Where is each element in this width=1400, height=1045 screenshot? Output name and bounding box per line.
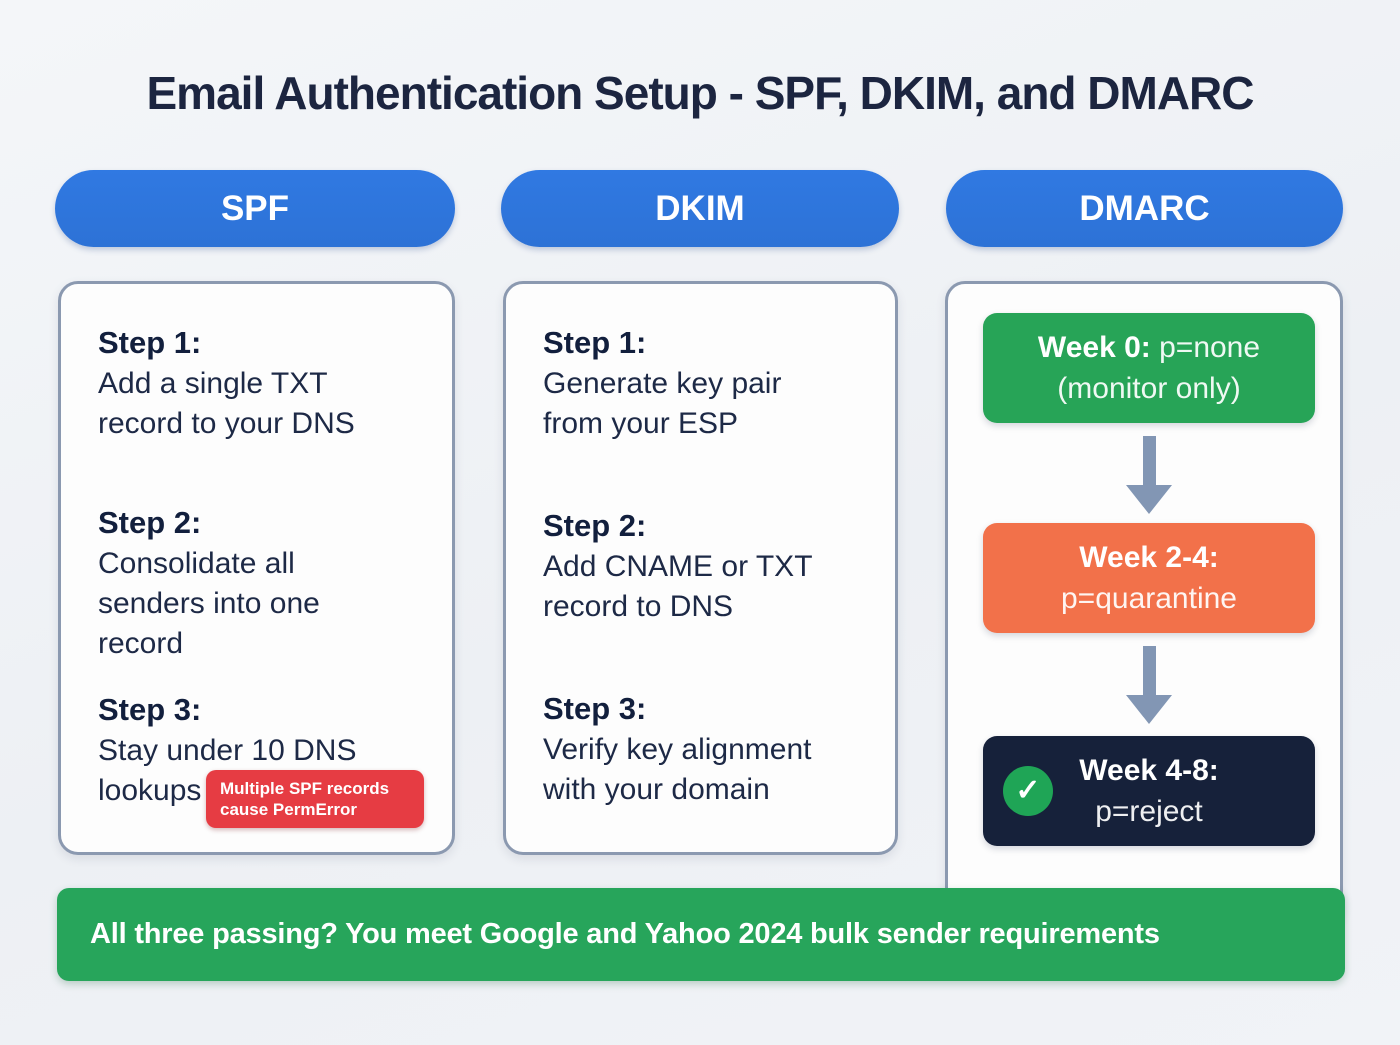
spf-step-1: Step 1: Add a single TXT record to your …	[98, 321, 398, 444]
dkim-card: Step 1: Generate key pair from your ESP …	[503, 281, 898, 855]
stage-value: p=quarantine	[1061, 582, 1237, 615]
step-text: Add a single TXT record to your DNS	[98, 367, 355, 440]
page-title: Email Authentication Setup - SPF, DKIM, …	[146, 67, 1255, 119]
spf-warning-badge: Multiple SPF records cause PermError	[206, 770, 424, 828]
step-label: Step 3:	[543, 691, 647, 726]
step-text: Verify key alignment with your domain	[543, 733, 812, 806]
step-text: Generate key pair from your ESP	[543, 367, 782, 440]
header-pill-dkim: DKIM	[501, 170, 899, 247]
spf-step-2: Step 2: Consolidate all senders into one…	[98, 501, 398, 664]
step-text: Consolidate all senders into one record	[98, 547, 320, 660]
header-pill-dmarc: DMARC	[946, 170, 1343, 247]
stage-label: Week 2-4:	[1079, 541, 1219, 574]
dmarc-stage-week4-8: ✓ Week 4-8: p=reject	[983, 736, 1315, 846]
header-pill-spf: SPF	[55, 170, 455, 247]
spf-card: Step 1: Add a single TXT record to your …	[58, 281, 455, 855]
dkim-step-2: Step 2: Add CNAME or TXT record to DNS	[543, 504, 843, 627]
dkim-step-3: Step 3: Verify key alignment with your d…	[543, 687, 843, 810]
dkim-step-1: Step 1: Generate key pair from your ESP	[543, 321, 843, 444]
step-label: Step 2:	[543, 508, 647, 543]
down-arrow-icon	[1126, 646, 1172, 724]
step-label: Step 2:	[98, 505, 202, 540]
step-label: Step 1:	[543, 325, 647, 360]
dmarc-card: Week 0: p=none (monitor only) Week 2-4: …	[945, 281, 1343, 926]
step-label: Step 1:	[98, 325, 202, 360]
stage-label: Week 0:	[1037, 331, 1151, 364]
stage-label: Week 4-8:	[1079, 754, 1219, 787]
step-label: Step 3:	[98, 692, 202, 727]
dmarc-stage-week2-4: Week 2-4: p=quarantine	[983, 523, 1315, 633]
spf-step-3: Step 3: Stay under 10 DNS lookups	[98, 688, 398, 811]
stage-line-1: Week 0: p=none	[983, 327, 1315, 368]
stage-value: p=reject	[1095, 795, 1203, 828]
check-icon: ✓	[1003, 766, 1053, 816]
dmarc-stage-week0: Week 0: p=none (monitor only)	[983, 313, 1315, 423]
stage-subtext: (monitor only)	[1057, 372, 1241, 405]
down-arrow-icon	[1126, 436, 1172, 514]
footer-banner: All three passing? You meet Google and Y…	[57, 888, 1345, 981]
step-text: Add CNAME or TXT record to DNS	[543, 550, 812, 623]
step-text: Stay under 10 DNS lookups	[98, 734, 357, 807]
stage-value: p=none	[1159, 331, 1261, 364]
